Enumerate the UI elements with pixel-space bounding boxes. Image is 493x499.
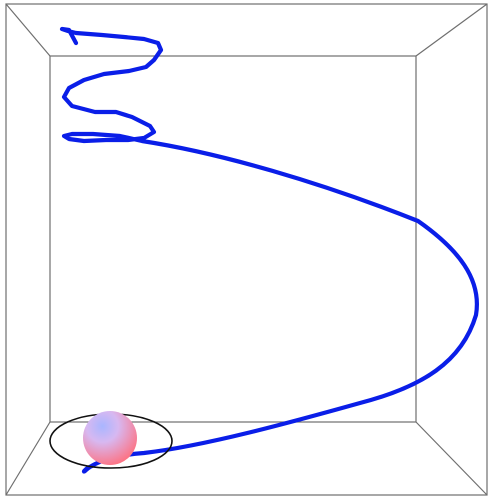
inner-box-frame [49, 55, 417, 423]
trajectory-curve [59, 26, 479, 474]
shaded-sphere-icon [83, 411, 137, 465]
box-edge-bottom-right [415, 421, 488, 496]
box-edge-top-right [415, 3, 488, 57]
box-wireframe [5, 3, 488, 496]
outer-box-frame [5, 3, 488, 496]
box-edge-bottom-left [5, 421, 51, 496]
box-edge-top-left [5, 3, 51, 57]
